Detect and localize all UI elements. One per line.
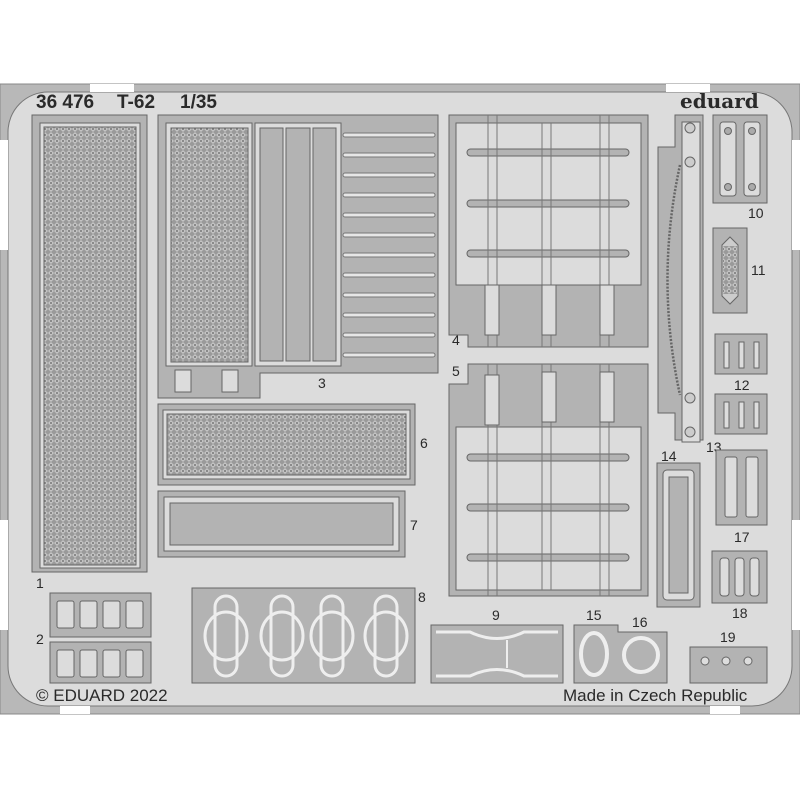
part-label-14: 14 <box>661 448 677 464</box>
model-name: T-62 <box>117 92 155 113</box>
part-label-18: 18 <box>732 605 748 621</box>
part-5 <box>448 363 649 597</box>
part-17 <box>715 449 768 526</box>
part-18 <box>711 550 768 604</box>
part-14 <box>656 462 701 608</box>
part-12 <box>714 333 768 435</box>
origin-text: Made in Czech Republic <box>563 686 748 705</box>
part-label-17: 17 <box>734 529 750 545</box>
product-number: 36 476 <box>36 92 94 113</box>
part-10 <box>712 114 768 204</box>
part-label-5: 5 <box>452 363 460 379</box>
part-label-10: 10 <box>748 205 764 221</box>
part-4 <box>448 114 649 348</box>
part-1 <box>31 114 148 573</box>
part-label-3: 3 <box>318 375 326 391</box>
part-13 <box>657 114 704 443</box>
part-3 <box>157 114 439 399</box>
part-label-11: 11 <box>751 262 766 278</box>
part-label-2: 2 <box>36 631 44 647</box>
part-label-4: 4 <box>452 332 460 348</box>
part-label-19: 19 <box>720 629 736 645</box>
part-label-6: 6 <box>420 435 428 451</box>
copyright: © EDUARD 2022 <box>36 686 168 705</box>
part-label-8: 8 <box>418 589 426 605</box>
part-11 <box>712 227 748 314</box>
part-label-9: 9 <box>492 607 500 623</box>
part-label-15: 15 <box>586 607 602 623</box>
part-9 <box>430 624 564 684</box>
part-label-16: 16 <box>632 614 648 630</box>
part-2 <box>49 592 152 684</box>
part-label-12: 12 <box>734 377 750 393</box>
part-19 <box>689 646 768 684</box>
part-label-1: 1 <box>36 575 44 591</box>
part-7 <box>157 490 406 558</box>
part-8 <box>191 587 416 684</box>
brand-logo: eduard <box>680 89 759 113</box>
scale: 1/35 <box>180 92 217 113</box>
part-6 <box>157 403 416 486</box>
part-15-16 <box>573 624 668 684</box>
part-label-7: 7 <box>410 517 418 533</box>
